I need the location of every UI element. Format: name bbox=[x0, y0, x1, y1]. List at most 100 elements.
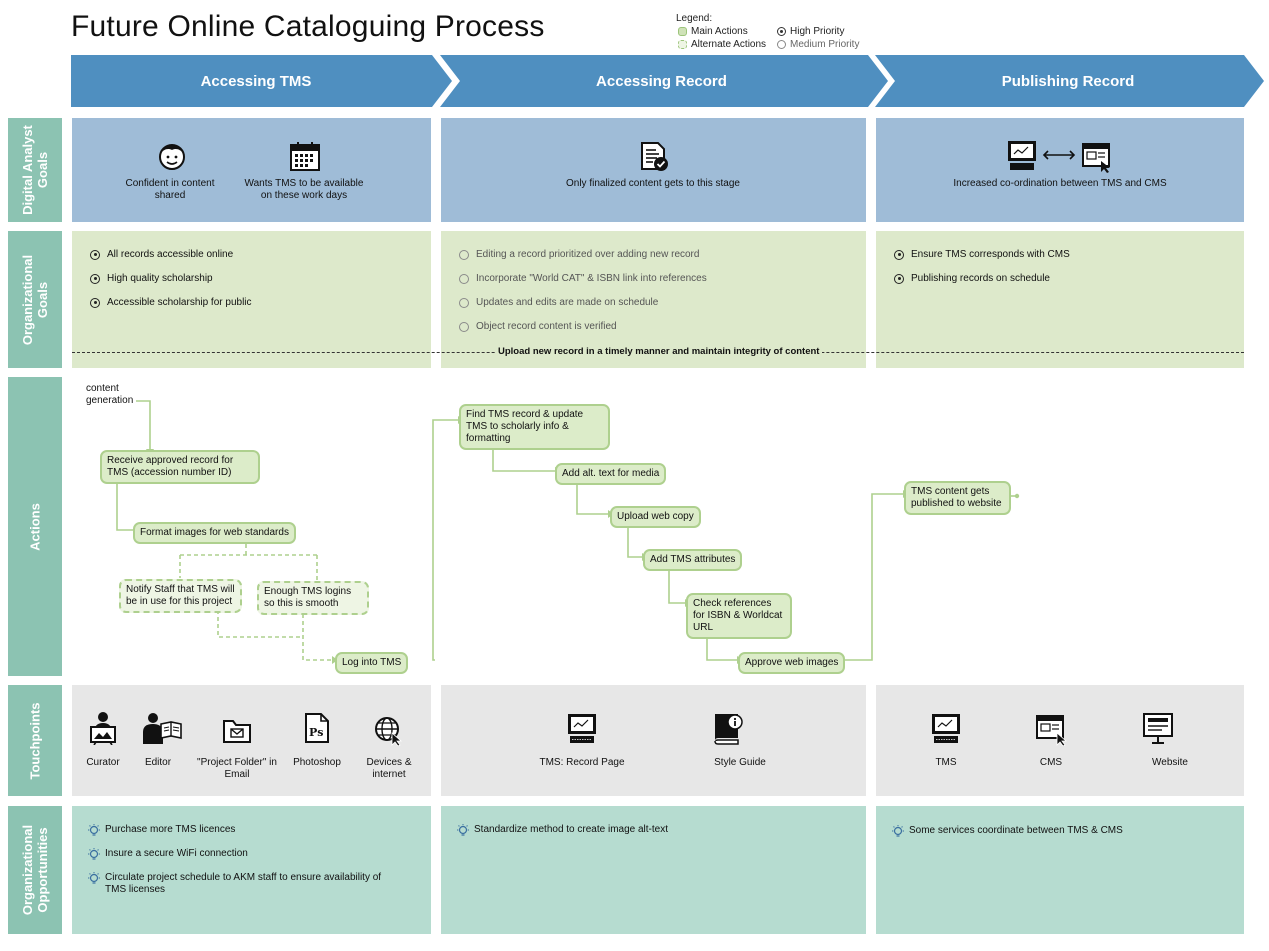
row-label-touchpoints: Touchpoints bbox=[8, 685, 62, 796]
high-priority-icon bbox=[90, 297, 100, 308]
cms-browser-icon bbox=[1036, 715, 1068, 746]
tms-computer-icon bbox=[568, 714, 596, 743]
row-label-organizational-goals: Organizational Goals bbox=[8, 231, 62, 368]
legend-alternate-actions: Alternate Actions bbox=[678, 38, 766, 51]
org-goal-text: Editing a record prioritized over adding… bbox=[476, 249, 700, 260]
globe-cursor-icon bbox=[375, 717, 403, 746]
opportunities-panel-accessing-tms bbox=[72, 806, 431, 934]
action-start-label: content generation bbox=[86, 383, 134, 406]
goal-finalized-caption: Only finalized content gets to this stag… bbox=[566, 178, 740, 189]
touchpoint-tms-label: TMS bbox=[935, 757, 957, 768]
action-node-add-tms-attributes: Add TMS attributes bbox=[643, 549, 743, 571]
medium-priority-icon bbox=[459, 297, 469, 308]
action-node-format-images: Format images for web standards bbox=[133, 522, 296, 544]
touchpoint-record-page-label: TMS: Record Page bbox=[539, 757, 625, 768]
legend-title: Legend: bbox=[676, 13, 713, 24]
row-label-actions: Actions bbox=[8, 377, 62, 676]
touchpoint-cms-label: CMS bbox=[1039, 757, 1063, 768]
org-goal-item: Ensure TMS corresponds with CMS bbox=[894, 249, 1070, 260]
org-goal-text: Ensure TMS corresponds with CMS bbox=[911, 249, 1070, 260]
stage-banner-publishing-record bbox=[875, 55, 1264, 107]
org-goal-text: All records accessible online bbox=[107, 249, 234, 260]
row-label-digital-analyst-goals: Digital Analyst Goals bbox=[8, 118, 62, 222]
smiling-face-icon bbox=[159, 144, 185, 170]
action-node-check-references: Check references for ISBN & Worldcat URL bbox=[686, 593, 792, 639]
stage-banners bbox=[71, 55, 1264, 107]
touchpoint-project-folder-label: "Project Folder" in Email bbox=[197, 757, 277, 780]
legend-high-priority-label: High Priority bbox=[790, 26, 845, 37]
opportunity-item: Purchase more TMS licences bbox=[87, 824, 387, 838]
touchpoint-website-label: Website bbox=[1152, 757, 1188, 768]
lightbulb-icon bbox=[88, 848, 100, 860]
legend: Legend: Main Actions Alternate Actions H… bbox=[676, 12, 876, 54]
org-goal-item: Object record content is verified bbox=[459, 321, 617, 332]
calendar-icon bbox=[290, 142, 320, 171]
email-folder-icon bbox=[223, 720, 251, 743]
opportunity-item: Insure a secure WiFi connection bbox=[87, 848, 387, 862]
touchpoint-curator-label: Curator bbox=[86, 757, 120, 768]
tms-cms-exchange-icon bbox=[1008, 141, 1110, 173]
website-monitor-icon bbox=[1143, 713, 1173, 744]
lightbulb-icon bbox=[457, 824, 469, 836]
touchpoint-devices-label: Devices & internet bbox=[366, 757, 412, 780]
shared-goal-text: Upload new record in a timely manner and… bbox=[495, 346, 823, 357]
org-goals-panel-accessing-tms bbox=[72, 231, 431, 368]
opportunity-text: Purchase more TMS licences bbox=[105, 824, 236, 835]
medium-priority-icon bbox=[459, 273, 469, 284]
high-priority-icon bbox=[90, 249, 100, 260]
high-priority-icon bbox=[90, 273, 100, 284]
legend-alternate-actions-label: Alternate Actions bbox=[691, 39, 767, 50]
medium-priority-icon bbox=[459, 249, 469, 260]
org-goal-text: Updates and edits are made on schedule bbox=[476, 297, 659, 308]
medium-priority-icon bbox=[777, 40, 786, 49]
opportunities-panel-publishing-record bbox=[876, 806, 1244, 934]
opportunities-panel-accessing-record bbox=[441, 806, 866, 934]
page-title: Future Online Cataloguing Process bbox=[71, 10, 545, 43]
legend-main-actions-label: Main Actions bbox=[691, 26, 748, 37]
goal-confident-caption: Confident in content shared bbox=[125, 178, 215, 201]
opportunity-text: Insure a secure WiFi connection bbox=[105, 848, 248, 859]
opportunity-item: Some services coordinate between TMS & C… bbox=[891, 825, 1221, 839]
org-goal-text: Incorporate "World CAT" & ISBN link into… bbox=[476, 273, 707, 284]
lightbulb-icon bbox=[88, 872, 100, 884]
org-goal-item: All records accessible online bbox=[90, 249, 233, 260]
action-node-approve-web-images: Approve web images bbox=[738, 652, 846, 674]
action-node-enough-logins: Enough TMS logins so this is smooth bbox=[257, 581, 369, 615]
action-node-add-alt-text: Add alt. text for media bbox=[555, 463, 667, 485]
tms-computer-icon bbox=[932, 714, 960, 743]
org-goals-panel-accessing-record bbox=[441, 231, 866, 368]
lightbulb-icon bbox=[892, 825, 904, 837]
legend-main-actions: Main Actions bbox=[678, 25, 748, 38]
high-priority-icon bbox=[894, 273, 904, 284]
action-node-find-tms-record: Find TMS record & update TMS to scholarl… bbox=[459, 404, 610, 450]
lightbulb-icon bbox=[88, 824, 100, 836]
org-goal-text: Object record content is verified bbox=[476, 321, 617, 332]
digital-goals-panel-accessing-tms bbox=[72, 118, 431, 222]
action-node-content-published: TMS content gets published to website bbox=[904, 481, 1011, 515]
opportunity-text: Some services coordinate between TMS & C… bbox=[909, 825, 1123, 836]
high-priority-icon bbox=[894, 249, 904, 260]
org-goal-text: High quality scholarship bbox=[107, 273, 213, 284]
action-node-receive-record: Receive approved record for TMS (accessi… bbox=[100, 450, 260, 484]
touchpoint-photoshop-label: Photoshop bbox=[293, 757, 341, 768]
opportunity-item: Circulate project schedule to AKM staff … bbox=[87, 872, 387, 896]
action-node-notify-staff: Notify Staff that TMS will be in use for… bbox=[119, 579, 242, 613]
medium-priority-icon bbox=[459, 321, 469, 332]
legend-high-priority: High Priority bbox=[777, 25, 844, 38]
stage-label-accessing-record: Accessing Record bbox=[596, 73, 727, 90]
action-node-log-into-tms: Log into TMS bbox=[335, 652, 409, 674]
legend-medium-priority: Medium Priority bbox=[777, 38, 859, 51]
curator-icon bbox=[90, 712, 116, 745]
goal-available-caption: Wants TMS to be available on these work … bbox=[244, 178, 364, 201]
stage-label-accessing-tms: Accessing TMS bbox=[200, 73, 312, 90]
opportunity-text: Standardize method to create image alt-t… bbox=[474, 824, 668, 835]
org-goal-item: High quality scholarship bbox=[90, 273, 213, 284]
photoshop-file-icon: Ps bbox=[305, 713, 329, 743]
alternate-action-swatch bbox=[678, 40, 687, 49]
digital-goals-panel-publishing-record bbox=[876, 118, 1244, 222]
stage-label-publishing-record: Publishing Record bbox=[1001, 73, 1135, 90]
org-goal-item: Accessible scholarship for public bbox=[90, 297, 252, 308]
touchpoint-editor-label: Editor bbox=[144, 757, 172, 768]
editor-icon bbox=[143, 713, 182, 744]
action-node-upload-web-copy: Upload web copy bbox=[610, 506, 701, 528]
